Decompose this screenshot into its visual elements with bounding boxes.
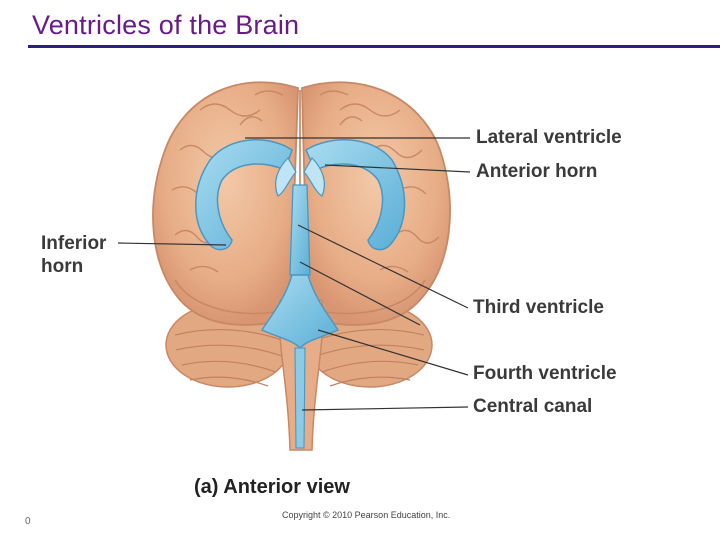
label-central-canal: Central canal — [473, 396, 593, 417]
label-fourth-ventricle: Fourth ventricle — [473, 363, 617, 384]
slide-number: 0 — [25, 516, 31, 527]
label-inferior-horn-line1: Inferior — [41, 233, 107, 254]
label-lateral-ventricle: Lateral ventricle — [476, 127, 622, 148]
label-inferior-horn-line2: horn — [41, 256, 84, 277]
title-rule — [28, 45, 720, 48]
leader-anterior-horn — [324, 164, 471, 173]
leader-fourth-ventricle — [317, 329, 469, 376]
copyright-notice: Copyright © 2010 Pearson Education, Inc. — [282, 510, 451, 520]
leader-third-ventricle-b — [299, 261, 421, 326]
leader-third-ventricle-a — [297, 224, 469, 309]
label-anterior-horn: Anterior horn — [476, 161, 598, 182]
leader-central-canal — [301, 406, 469, 411]
leader-lines — [117, 137, 471, 411]
slide-title: Ventricles of the Brain — [32, 10, 300, 40]
leader-inferior-horn — [117, 242, 227, 246]
label-third-ventricle: Third ventricle — [473, 297, 604, 318]
figure-caption: (a) Anterior view — [194, 476, 350, 498]
